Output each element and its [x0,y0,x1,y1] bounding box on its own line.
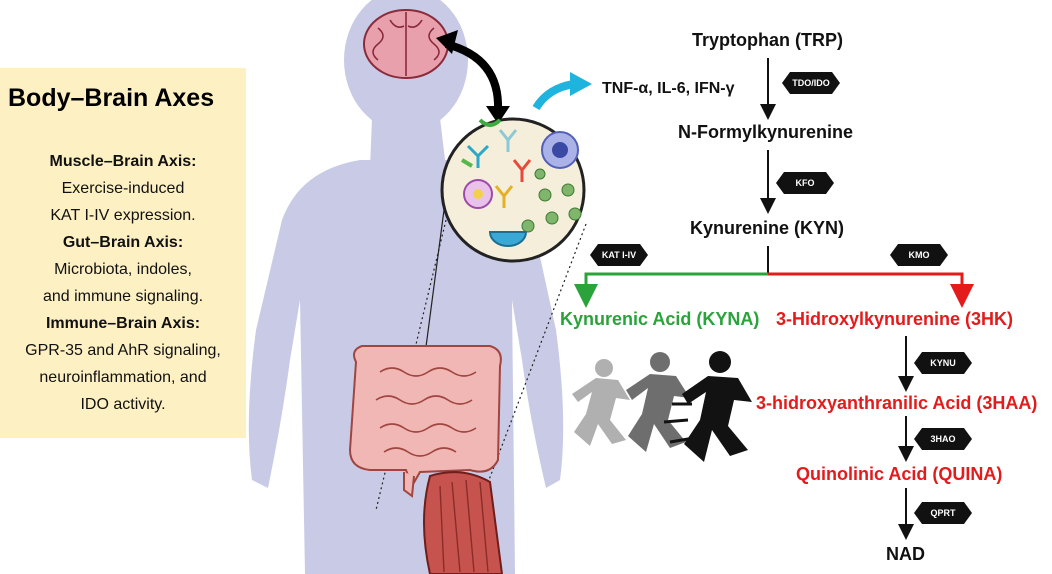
enzyme-label: TDO/IDO [792,78,830,88]
enzyme-label: 3HAO [930,434,956,444]
cytokines-label: TNF-α, IL-6, IFN-γ [602,80,735,97]
muscle-icon [423,471,504,574]
metabolite-n-formylkynurenine: N-Formylkynurenine [678,122,854,142]
arrow-kyn-3hk [768,272,974,308]
axis-description: GPR-35 and AhR signaling, [25,342,221,359]
hexagon-icon [590,244,648,266]
enzyme-badge-kfo: KFO [776,172,834,194]
axis-heading: Immune–Brain Axis: [45,315,201,332]
metabolite-tryptophan: Tryptophan (TRP) [692,30,843,50]
enzyme-label: KFO [795,178,815,188]
hexagon-icon [776,172,834,194]
body-brain-axes-box [0,68,246,438]
axis-heading: Muscle–Brain Axis: [49,153,197,170]
enzyme-badge-kmo: KMO [890,244,948,266]
metabolite-kynurenic-acid: Kynurenic Acid (KYNA) [560,309,760,329]
zoom-lines [375,209,587,531]
runner-dark-icon [663,351,752,462]
hexagon-icon [914,352,972,374]
metabolite-nad: NAD [886,544,925,564]
enzyme-label: KMO [908,250,930,260]
runner-light-icon [572,359,630,446]
box-title: Body–Brain Axes [8,84,215,112]
hexagon-icon [782,72,840,94]
enzyme-label: QPRT [930,508,956,518]
axis-description: neuroinflammation, and [39,369,207,386]
enzyme-badge-kynu: KYNU [914,352,972,374]
cytokine-arrow [532,72,592,111]
arrow-kyn-kyna [574,272,768,308]
brain-gut-double-arrow [436,30,510,124]
hexagon-icon [914,502,972,524]
enzyme-label: KYNU [930,358,956,368]
axis-description: IDO activity. [80,396,166,413]
enzyme-label: KAT I-IV [601,250,637,260]
hexagon-icon [890,244,948,266]
enzyme-badge-kat: KAT I-IV [590,244,648,266]
hexagon-icon [914,428,972,450]
microbiome-circle [440,117,586,263]
axis-description: Exercise-induced [61,180,185,197]
axis-description: KAT I-IV expression. [50,207,196,224]
enzyme-badge-qprt: QPRT [914,502,972,524]
axis-heading: Gut–Brain Axis: [62,234,184,251]
metabolite-kynurenine: Kynurenine (KYN) [690,218,845,238]
runner-mid-icon [626,352,690,452]
enzyme-badge-3hao: 3HAO [914,428,972,450]
metabolite-3-hydroxyanthranilic-acid: 3-hidroxyanthranilic Acid (3HAA) [756,393,1038,413]
metabolite-3-hydroxykynurenine: 3-Hidroxylkynurenine (3HK) [776,309,1014,329]
brain-icon [363,9,449,79]
intestine-icon [348,345,502,498]
axis-description: Microbiota, indoles, [54,261,192,278]
enzyme-badge-tdo-ido: TDO/IDO [782,72,840,94]
metabolite-quinolinic-acid: Quinolinic Acid (QUINA) [796,464,1003,484]
axis-description: and immune signaling. [42,288,204,305]
